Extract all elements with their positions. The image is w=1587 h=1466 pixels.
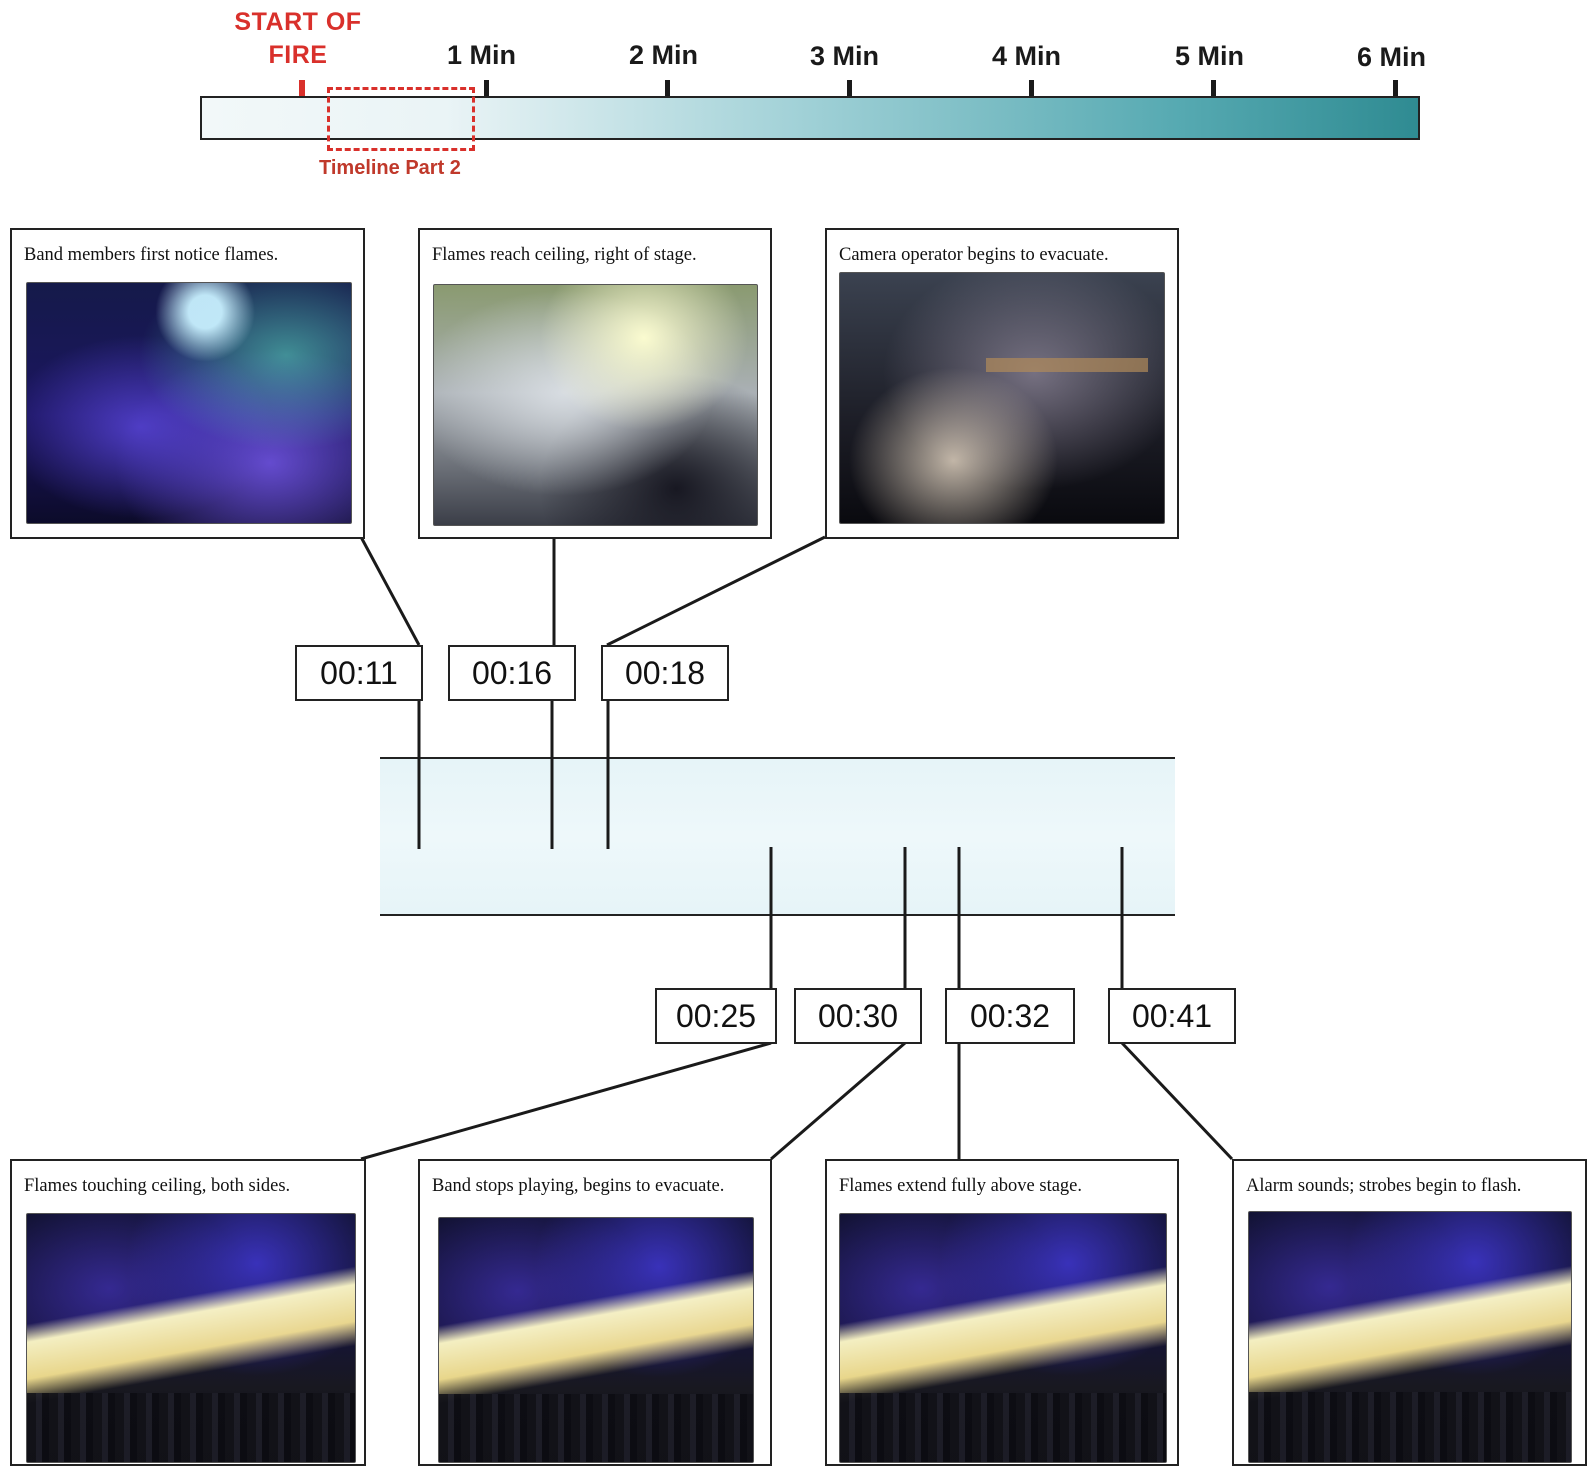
- timestamp-00-18: 00:18: [601, 645, 729, 701]
- timestamp-00-30: 00:30: [794, 988, 922, 1044]
- start-of-fire-tick: [299, 80, 305, 96]
- event-card-00-32: Flames extend fully above stage.: [825, 1159, 1179, 1466]
- connector-00-18-card: [606, 535, 826, 647]
- event-caption: Flames touching ceiling, both sides.: [24, 1176, 291, 1196]
- event-caption: Flames extend fully above stage.: [839, 1176, 1083, 1196]
- minute-label-6: 6 Min: [1357, 42, 1427, 72]
- event-card-00-16: Flames reach ceiling, right of stage.: [418, 228, 772, 539]
- minute-tick-3: [847, 80, 852, 98]
- timestamp-00-25: 00:25: [655, 988, 777, 1044]
- event-photo: [839, 272, 1165, 524]
- minute-tick-1: [484, 80, 489, 98]
- event-card-00-18: Camera operator begins to evacuate.: [825, 228, 1179, 539]
- connector-00-25-card: [360, 1041, 772, 1161]
- connector-00-41-card: [1120, 1041, 1234, 1161]
- timestamp-00-16: 00:16: [448, 645, 576, 701]
- event-caption: Camera operator begins to evacuate.: [839, 245, 1109, 265]
- event-photo: [1248, 1211, 1572, 1463]
- minute-tick-5: [1211, 80, 1216, 98]
- event-caption: Band members first notice flames.: [24, 245, 279, 265]
- event-photo: [433, 284, 758, 526]
- timeline-part2-band: [380, 757, 1175, 916]
- overview-timeline-bar: [200, 96, 1420, 140]
- timestamp-00-41: 00:41: [1108, 988, 1236, 1044]
- minute-label-4: 4 Min: [992, 41, 1062, 71]
- event-photo: [438, 1217, 754, 1463]
- timestamp-00-11: 00:11: [295, 645, 423, 701]
- minute-tick-6: [1393, 80, 1398, 98]
- event-caption: Flames reach ceiling, right of stage.: [432, 245, 697, 265]
- event-caption: Band stops playing, begins to evacuate.: [432, 1176, 725, 1196]
- event-caption: Alarm sounds; strobes begin to flash.: [1246, 1176, 1522, 1196]
- event-photo: [26, 1213, 356, 1463]
- connector-00-11-card: [359, 536, 421, 646]
- event-photo: [26, 282, 352, 524]
- minute-label-5: 5 Min: [1175, 41, 1245, 71]
- event-card-00-30: Band stops playing, begins to evacuate.: [418, 1159, 772, 1466]
- minute-label-3: 3 Min: [810, 41, 880, 71]
- event-photo: [839, 1213, 1167, 1463]
- timestamp-00-32: 00:32: [945, 988, 1075, 1044]
- event-card-00-11: Band members first notice flames.: [10, 228, 365, 539]
- event-card-00-25: Flames touching ceiling, both sides.: [10, 1159, 366, 1466]
- start-of-fire-label: START OF FIRE: [234, 8, 362, 69]
- timeline-part2-highlight: [327, 87, 475, 151]
- minute-tick-4: [1029, 80, 1034, 98]
- minute-tick-2: [665, 80, 670, 98]
- event-card-00-41: Alarm sounds; strobes begin to flash.: [1232, 1159, 1587, 1466]
- minute-label-1: 1 Min: [447, 40, 517, 70]
- minute-label-2: 2 Min: [629, 40, 699, 70]
- connector-00-30-card: [770, 1041, 906, 1161]
- timeline-part2-label: Timeline Part 2: [319, 157, 461, 179]
